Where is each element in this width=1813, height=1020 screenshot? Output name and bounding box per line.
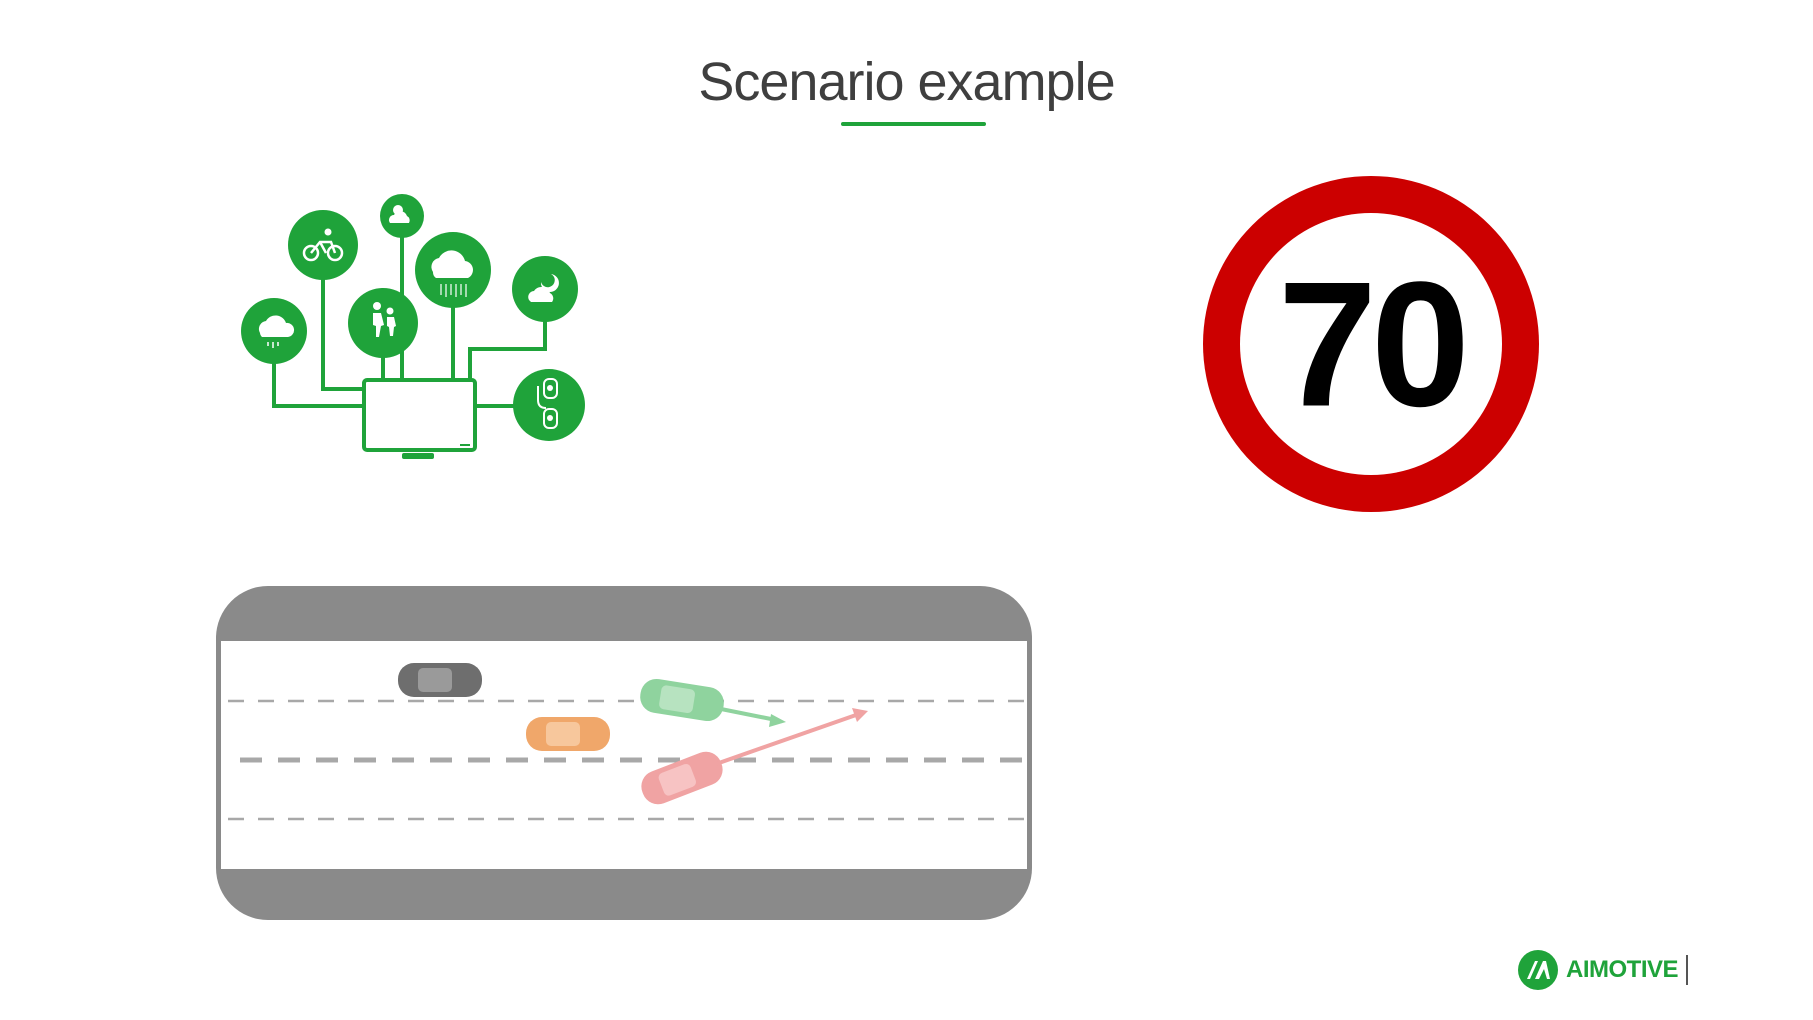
monitor-icon bbox=[362, 378, 477, 452]
car-green bbox=[640, 678, 724, 722]
sign-white-face bbox=[1240, 213, 1502, 475]
brand-name: AIMOTIVE bbox=[1566, 956, 1679, 983]
traffic-light-icon bbox=[513, 369, 585, 441]
slide-title: Scenario example bbox=[698, 52, 1115, 112]
car-orange bbox=[526, 717, 610, 751]
car-red bbox=[641, 751, 723, 805]
scenario-parameters-diagram bbox=[241, 194, 585, 459]
road-surface bbox=[221, 641, 1027, 869]
speed-limit-sign-icon: 70 bbox=[1203, 176, 1539, 512]
speed-limit-value: 70 bbox=[1278, 245, 1464, 444]
aimotive-logo-icon bbox=[1518, 950, 1558, 990]
brand-divider bbox=[1686, 955, 1689, 985]
connector-bicycle bbox=[321, 247, 366, 391]
brand-logo: AIMOTIVE bbox=[1518, 950, 1689, 990]
trajectory-arrow-green bbox=[720, 707, 777, 722]
car-gray bbox=[398, 663, 482, 697]
road-scenario bbox=[216, 586, 1032, 920]
title-underline bbox=[841, 122, 986, 126]
trajectory-arrow-red bbox=[715, 713, 857, 766]
